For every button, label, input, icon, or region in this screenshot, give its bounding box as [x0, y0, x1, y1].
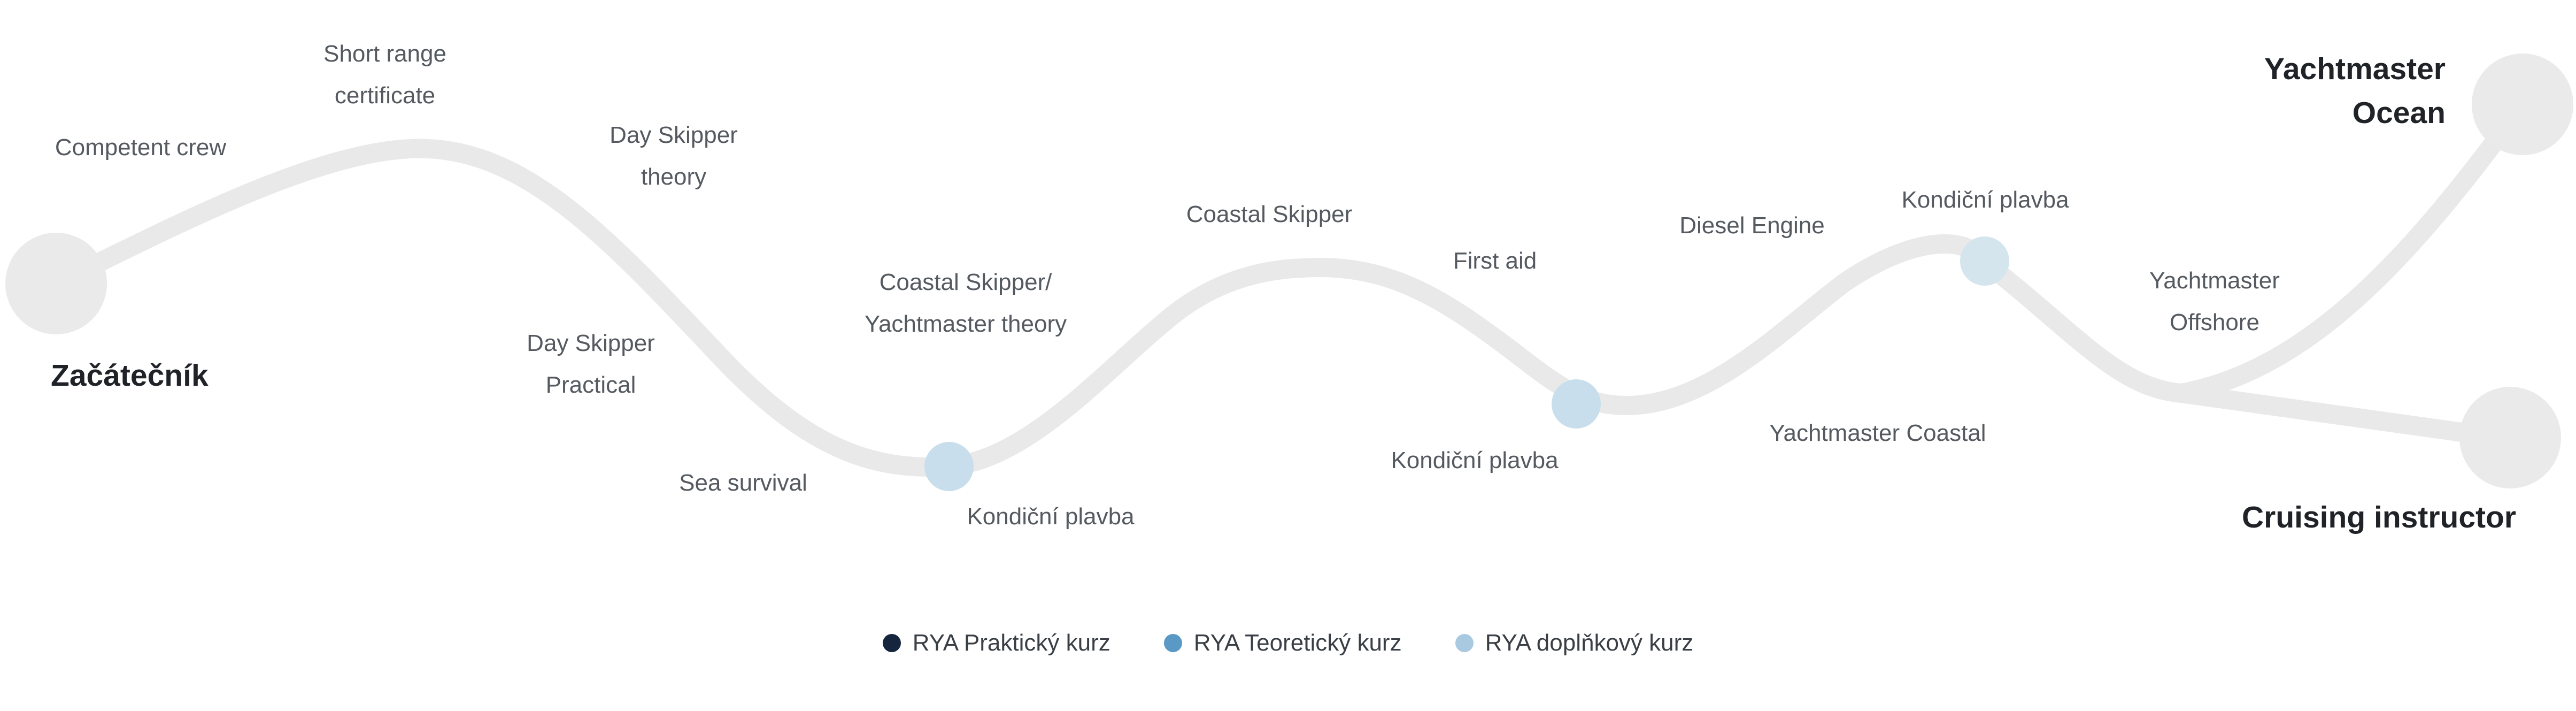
- legend-label-supplementary: RYA doplňkový kurz: [1485, 630, 1694, 656]
- instructor-end-node: [2459, 387, 2561, 488]
- milestone-node: [924, 442, 974, 491]
- milestone-node: [1960, 236, 2009, 286]
- legend-item-practical: RYA Praktický kurz: [882, 630, 1110, 656]
- start-node: [5, 233, 107, 334]
- legend-dot-theory: [1163, 634, 1182, 652]
- course-label-first-aid: First aid: [1453, 248, 1537, 274]
- course-label-coastal-skipper: Coastal Skipper: [1186, 201, 1353, 227]
- legend-item-supplementary: RYA doplňkový kurz: [1455, 630, 1694, 656]
- yachtmaster-ocean-label: Yachtmaster Ocean: [2264, 52, 2446, 130]
- ocean-end-node: [2472, 53, 2573, 155]
- start-label: Začátečník: [51, 358, 209, 393]
- ocean-branch-path: [2172, 95, 2532, 403]
- cruising-instructor-label: Cruising instructor: [2241, 500, 2516, 534]
- course-label-yachtmaster-coastal: Yachtmaster Coastal: [1769, 420, 1986, 446]
- course-label-competent-crew: Competent crew: [55, 134, 227, 160]
- course-label-short-range-certificate: Short range certificate: [323, 41, 446, 109]
- course-label-coastal-skipper-yachtmaster-theory: Coastal Skipper/ Yachtmaster theory: [864, 269, 1067, 337]
- course-label-sea-survival: Sea survival: [679, 470, 807, 496]
- legend-dot-practical: [882, 634, 901, 652]
- instructor-branch-path: [2172, 384, 2517, 448]
- legend-label-theory: RYA Teoretický kurz: [1193, 630, 1402, 656]
- main-course-path: [47, 139, 2191, 477]
- legend: RYA Praktický kurz RYA Teoretický kurz R…: [0, 627, 2576, 659]
- legend-dot-supplementary: [1455, 634, 1474, 652]
- legend-label-practical: RYA Praktický kurz: [912, 630, 1110, 656]
- milestone-node: [1552, 379, 1601, 429]
- milestone-label: Kondiční plavba: [1901, 187, 2069, 213]
- legend-item-theory: RYA Teoretický kurz: [1163, 630, 1402, 656]
- course-label-day-skipper-practical: Day Skipper Practical: [527, 330, 655, 398]
- course-label-yachtmaster-offshore: Yachtmaster Offshore: [2149, 267, 2280, 335]
- course-label-diesel-engine: Diesel Engine: [1679, 212, 1825, 239]
- milestone-label: Kondiční plavba: [967, 503, 1135, 530]
- course-label-day-skipper-theory: Day Skipper theory: [610, 122, 738, 190]
- milestone-label: Kondiční plavba: [1391, 447, 1559, 473]
